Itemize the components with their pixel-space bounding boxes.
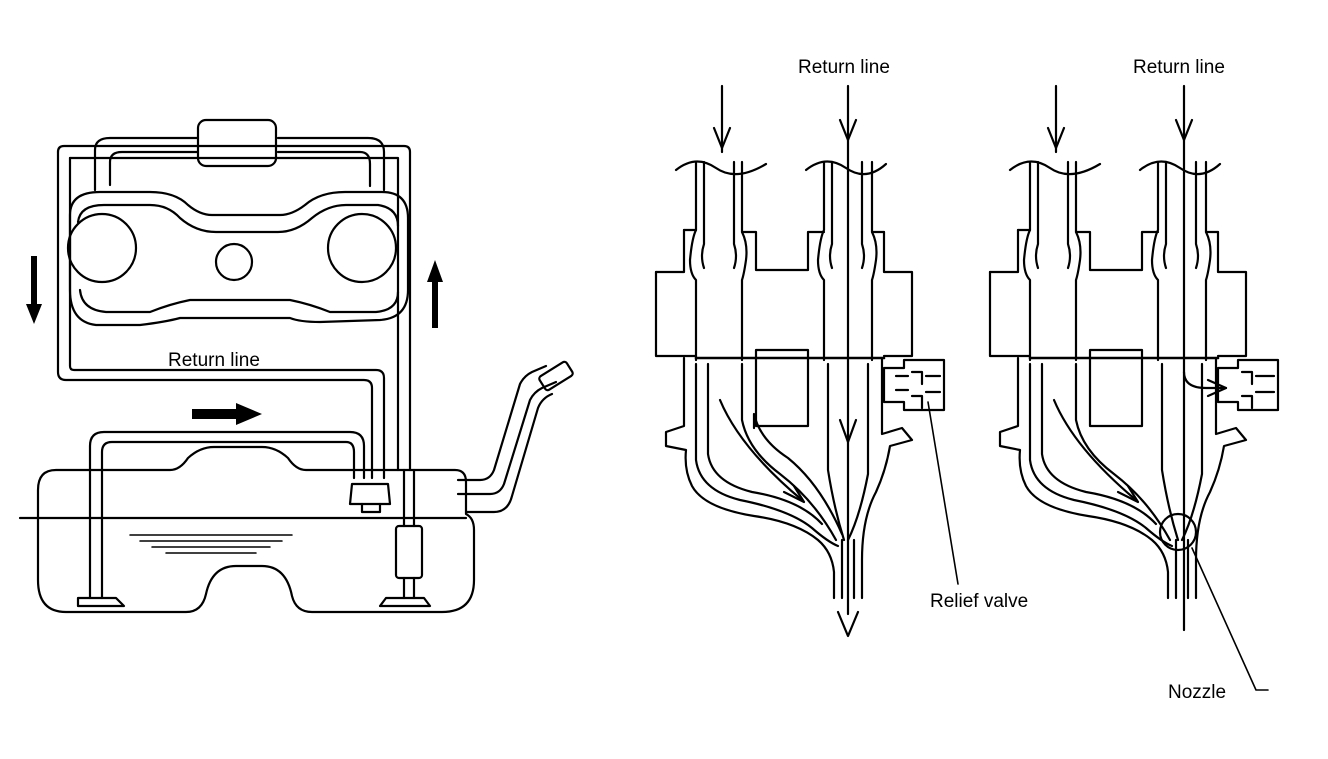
engine-fuel-circuit: Return line — [18, 118, 574, 614]
cylinder-center-circle — [214, 242, 254, 282]
in-tank-pump — [394, 524, 424, 580]
arrow-down-right-icon — [782, 484, 806, 504]
cylinder-left-circle — [66, 212, 138, 284]
arrow-down-icon — [1174, 118, 1194, 142]
return-pipe — [88, 430, 366, 600]
pump-section-right: Return line Nozzle — [988, 57, 1280, 703]
fuel-tank — [18, 445, 476, 614]
nozzle-leader — [1191, 547, 1269, 691]
flow-arrows-middle — [712, 84, 860, 638]
relief-valve-housing-right — [1216, 358, 1280, 412]
cylinder-right-circle — [326, 212, 398, 284]
relief-valve-label: Relief valve — [930, 591, 1028, 612]
arrow-down-icon — [838, 418, 858, 444]
arrow-right-icon — [192, 403, 262, 425]
pump-section-middle: Return line Relief valve — [654, 57, 1028, 638]
inner-chamber-box — [754, 348, 810, 428]
return-line-label-middle: Return line — [798, 57, 890, 78]
arrow-right-icon — [1206, 378, 1228, 398]
nozzle-label: Nozzle — [1168, 682, 1226, 703]
pickup-foot-right — [378, 596, 432, 608]
return-line-label-left: Return line — [168, 350, 260, 371]
arrow-up-icon — [427, 260, 443, 328]
arrow-down-icon — [838, 118, 858, 142]
arrow-down-icon — [1046, 126, 1066, 150]
arrow-down-icon — [836, 610, 860, 638]
flow-arrows-right — [1046, 84, 1228, 632]
arrow-down-icon — [712, 126, 732, 150]
nozzle-circle — [1158, 512, 1198, 552]
return-line-label-right: Return line — [1133, 57, 1225, 78]
arrow-down-icon — [26, 256, 42, 324]
filler-cap — [538, 360, 574, 392]
arrow-down-right-icon — [1116, 484, 1140, 504]
flow-arrows — [26, 256, 443, 425]
fuel-line-loop — [56, 136, 412, 480]
jet-pump — [348, 482, 392, 506]
engine-block — [66, 190, 410, 327]
filler-neck — [456, 360, 574, 514]
inner-chamber-box — [1088, 348, 1144, 428]
pickup-foot-left — [76, 596, 126, 608]
relief-valve-housing-middle — [882, 358, 946, 412]
relief-valve-leader — [927, 401, 959, 585]
fuel-pump-box — [196, 118, 278, 168]
